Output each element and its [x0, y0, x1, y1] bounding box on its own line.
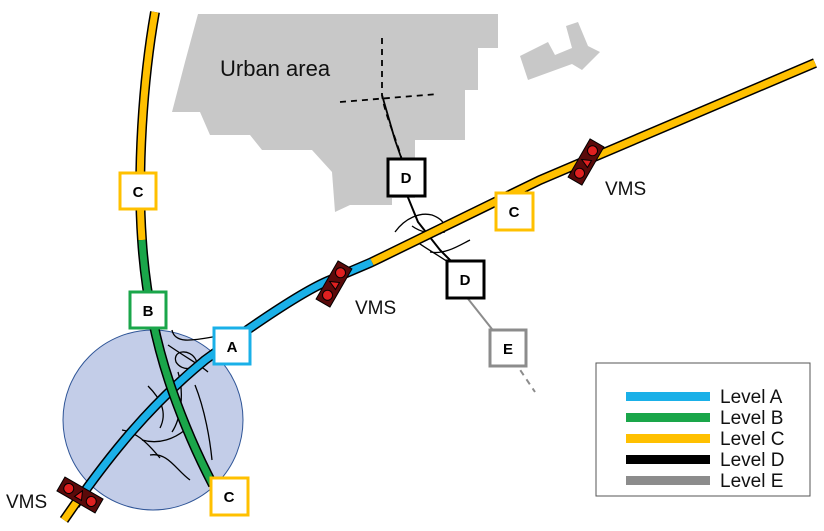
- badge-d-north: D: [386, 157, 427, 198]
- badge-d-north-label: D: [401, 170, 412, 187]
- badge-c-east: C: [494, 191, 535, 232]
- badge-c-north: C: [118, 171, 158, 211]
- vms-sign-east: [567, 138, 605, 186]
- badge-d-south: D: [445, 259, 486, 300]
- badge-c-east-label: C: [509, 204, 520, 221]
- badge-a-main-label: A: [227, 339, 238, 356]
- vms-sign-west: [56, 476, 104, 514]
- badge-d-south-label: D: [460, 272, 471, 289]
- badge-b-west-label: B: [143, 303, 154, 320]
- highway-north-level-c: [136, 11, 159, 241]
- legend-swatch-4: [626, 455, 710, 464]
- badge-c-north-label: C: [133, 184, 144, 201]
- legend-swatch-3: [626, 434, 710, 443]
- vms-label-east: VMS: [605, 179, 646, 200]
- legend-label-1: Level A: [720, 387, 783, 408]
- urban-area-label: Urban area: [220, 56, 331, 81]
- urban-area: [172, 14, 498, 212]
- highway-east-level-a: [72, 258, 374, 508]
- legend-label-4: Level D: [720, 450, 784, 471]
- urban-block-small-1: [520, 22, 600, 80]
- vms-label-west: VMS: [6, 492, 47, 513]
- highway-north-level-b: [138, 239, 217, 487]
- legend-swatch-5: [626, 476, 710, 485]
- legend-swatch-2: [626, 413, 710, 422]
- vms-label-middle: VMS: [355, 298, 396, 319]
- legend-swatch-1: [626, 392, 710, 401]
- legend-label-5: Level E: [720, 471, 783, 492]
- legend-label-2: Level B: [720, 408, 783, 429]
- badge-b-west: B: [128, 290, 168, 330]
- legend-label-3: Level C: [720, 429, 784, 450]
- highway-east-level-c: [370, 59, 817, 266]
- badge-e-south-label: E: [503, 341, 513, 358]
- badge-e-south: E: [488, 328, 528, 368]
- badge-a-main: A: [212, 326, 252, 366]
- badge-c-south: C: [209, 476, 250, 517]
- vms-sign-middle: [315, 260, 353, 308]
- badge-c-south-label: C: [224, 489, 235, 506]
